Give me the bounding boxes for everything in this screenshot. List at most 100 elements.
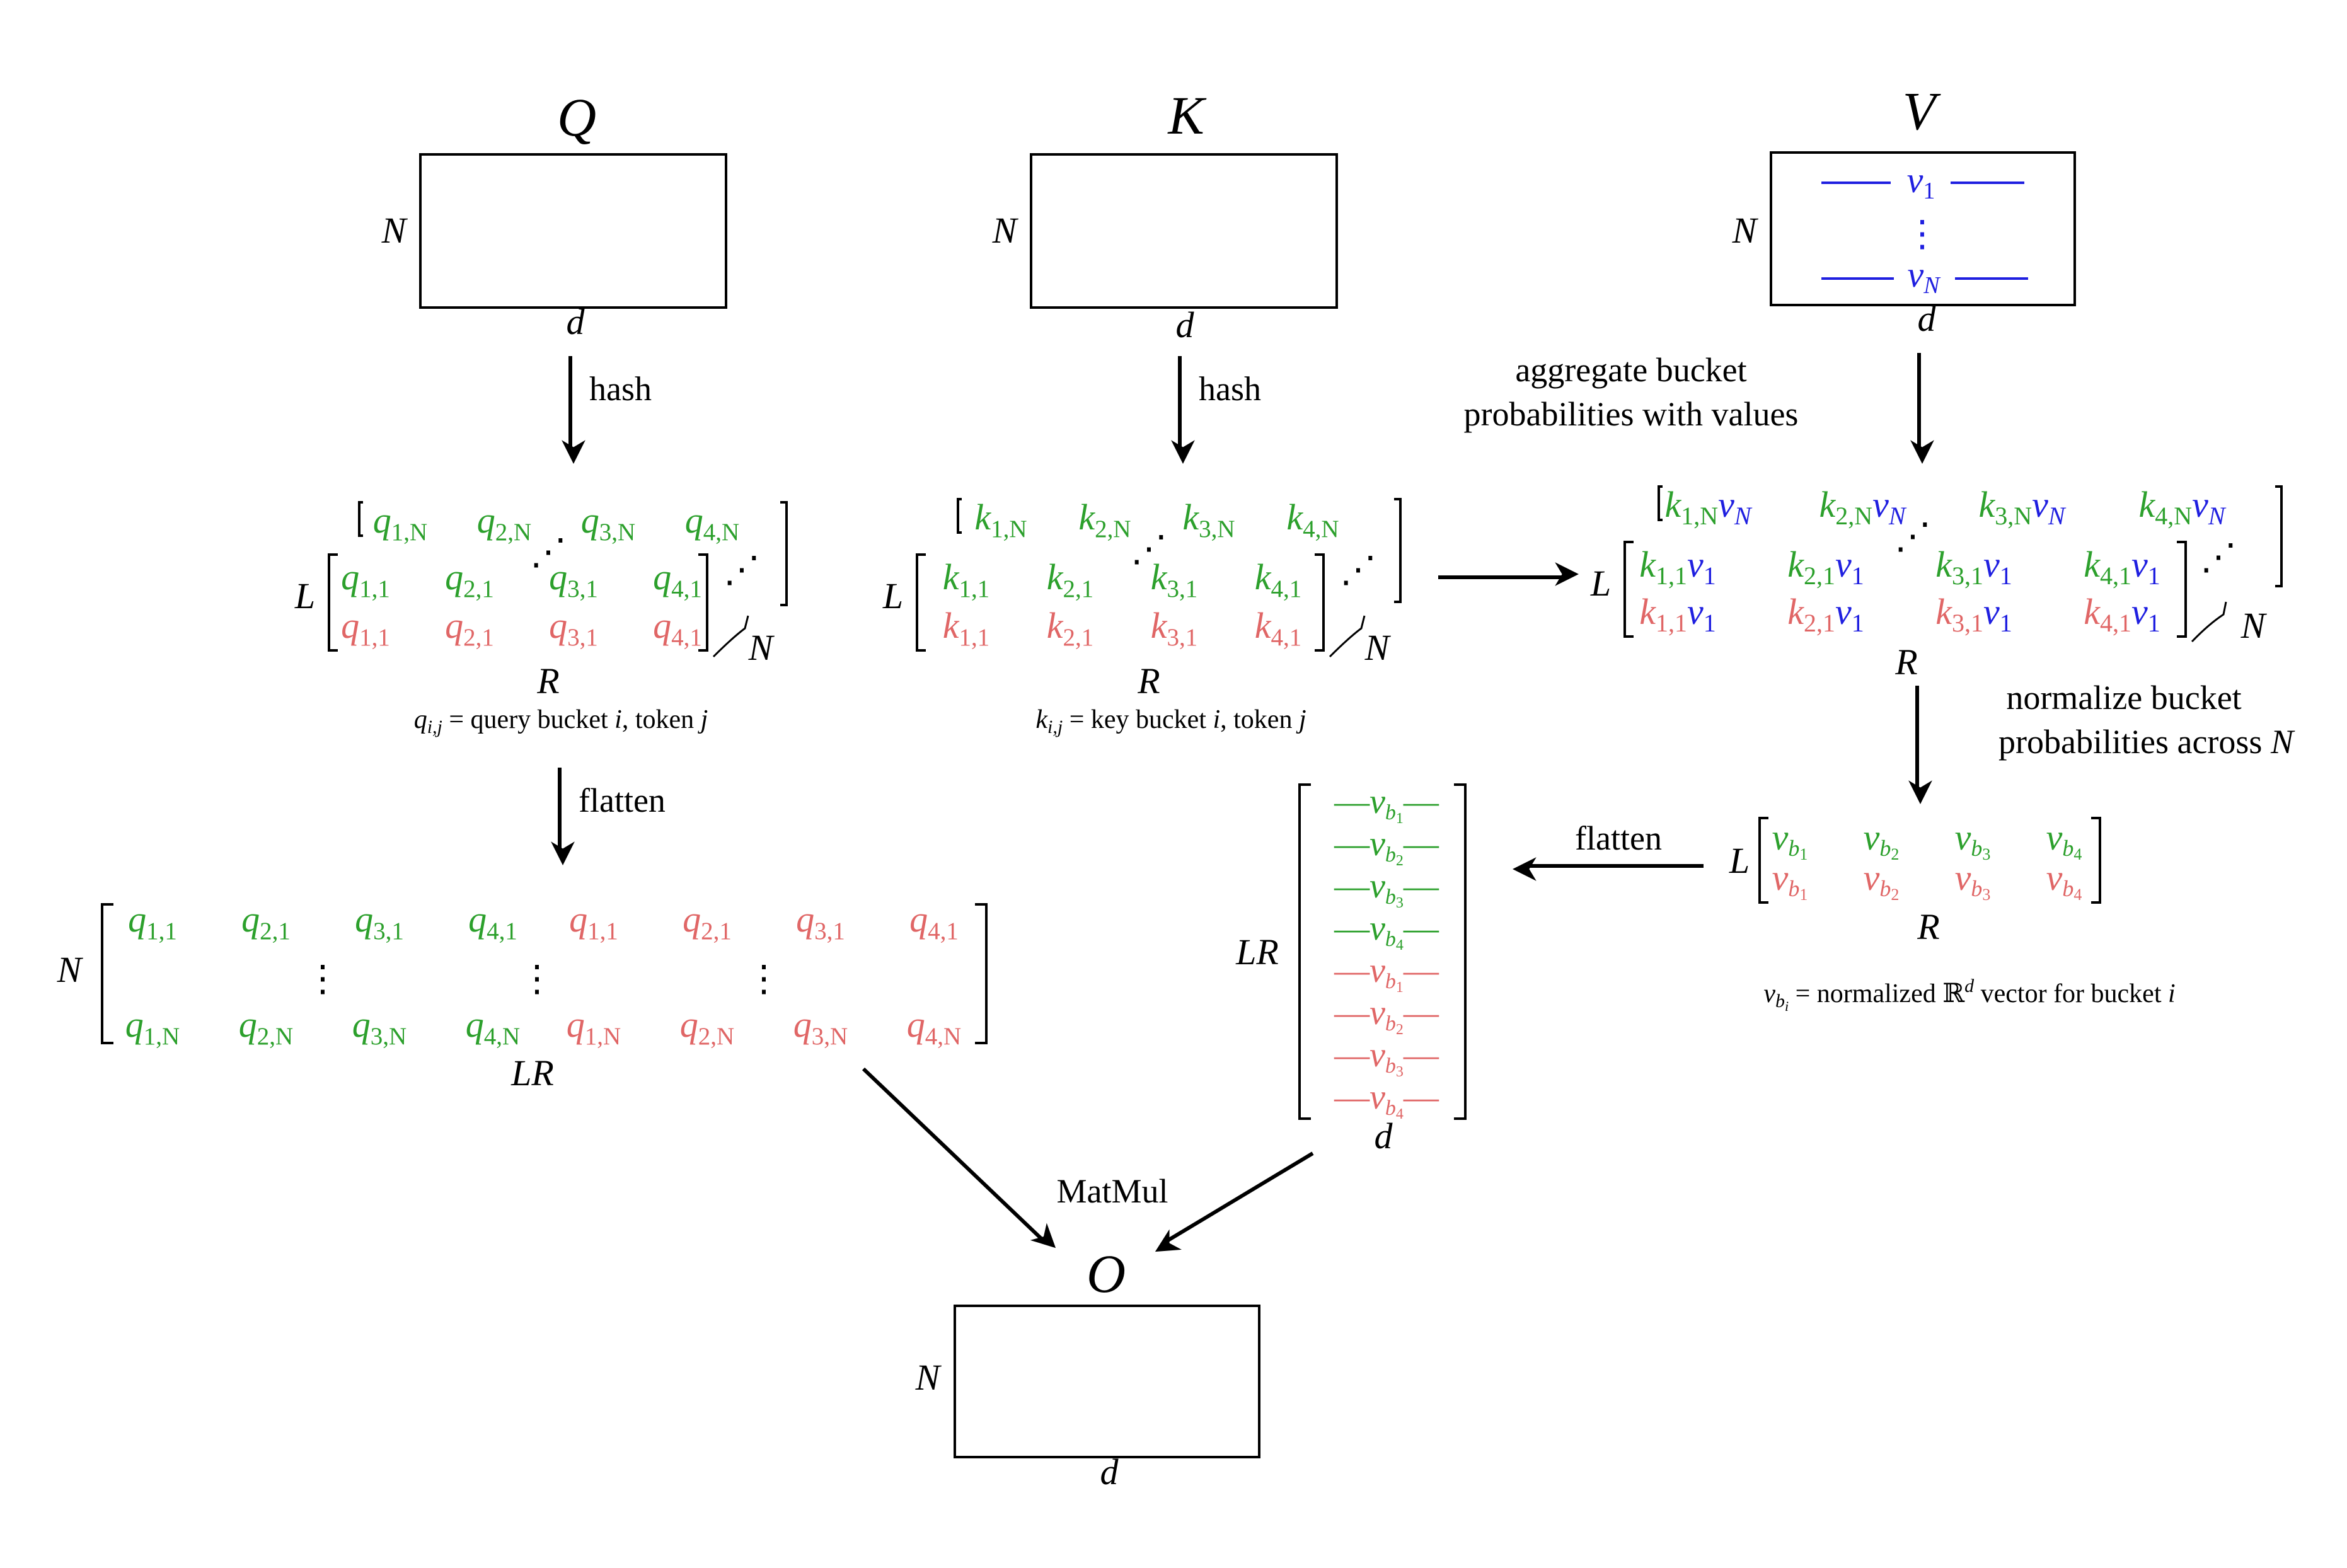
L-label: L bbox=[882, 575, 903, 616]
v-caption: vbi = normalized ℝd vector for bucket i bbox=[1763, 976, 2175, 1014]
k-rows-label: N bbox=[992, 210, 1019, 251]
step-arrows bbox=[551, 353, 1934, 1252]
row-5: —vb1— bbox=[1334, 951, 1439, 996]
depth-dots-right: ⋰ bbox=[2200, 536, 2237, 577]
depth-brace bbox=[2191, 601, 2227, 643]
front-red-entry-2: q2,1 bbox=[445, 605, 494, 651]
bottom-green-entry-4: q4,N bbox=[466, 1004, 520, 1050]
depth-brace bbox=[1329, 615, 1366, 658]
matmul-label: MatMul bbox=[1056, 1172, 1168, 1210]
o-box bbox=[954, 1305, 1260, 1458]
front-green-entry-4: k4,1 bbox=[1255, 556, 1302, 602]
k-title: K bbox=[1167, 85, 1207, 146]
back-left-bracket bbox=[358, 501, 363, 537]
red-entry-3: vb3 bbox=[1955, 857, 1991, 904]
back-right-bracket bbox=[1394, 498, 1402, 603]
depth-dots-middle: ⋰ bbox=[1131, 528, 1167, 569]
v-cols-label: d bbox=[1918, 298, 1937, 339]
green-entry-4: vb4 bbox=[2046, 817, 2082, 863]
front-green-entry-1: k1,1 bbox=[943, 556, 990, 602]
row-6: —vb2— bbox=[1334, 993, 1439, 1038]
right-bracket bbox=[2091, 817, 2101, 904]
front-red-entry-4: k4,1 bbox=[1255, 605, 1302, 651]
top-red-entry-1: q1,1 bbox=[569, 899, 618, 945]
v-input: V N d v1 ⋮ vN bbox=[1732, 81, 2076, 339]
cols-label: d bbox=[1375, 1115, 1393, 1156]
aggregate-label-1: aggregate bucket bbox=[1515, 351, 1746, 389]
L-label: L bbox=[1590, 563, 1611, 604]
front-red-entry-3: q3,1 bbox=[549, 605, 598, 651]
red-entry-4: vb4 bbox=[2046, 857, 2082, 904]
depth-dots-middle: ⋰ bbox=[1894, 516, 1931, 556]
v-box bbox=[1770, 151, 2076, 306]
bottom-red-entry-3: q3,N bbox=[793, 1004, 848, 1050]
top-green-entry-3: q3,1 bbox=[355, 899, 404, 945]
depth-dots-middle: ⋰ bbox=[530, 531, 567, 572]
v-title: V bbox=[1903, 81, 1941, 141]
front-red-entry-3: k3,1 bbox=[1151, 605, 1198, 651]
v-rows-label: N bbox=[1732, 210, 1759, 251]
flatten-q-label: flatten bbox=[579, 781, 666, 819]
row-2: —vb2— bbox=[1334, 824, 1439, 869]
front-left-bracket bbox=[328, 553, 338, 652]
front-red-entry-4: k4,1v1 bbox=[2084, 591, 2160, 637]
back-entry-1: k1,N bbox=[974, 497, 1027, 543]
row-7: —vb3— bbox=[1334, 1035, 1439, 1080]
top-red-entry-4: q4,1 bbox=[909, 899, 959, 945]
front-red-entry-4: q4,1 bbox=[653, 605, 702, 651]
back-entry-3: k3,N bbox=[1182, 497, 1235, 543]
back-right-bracket bbox=[2275, 485, 2283, 587]
R-label: R bbox=[536, 660, 559, 701]
R-label: R bbox=[1137, 660, 1160, 701]
k-cols-label: d bbox=[1176, 304, 1195, 345]
o-title: O bbox=[1087, 1243, 1126, 1304]
bottom-red-entry-4: q4,N bbox=[907, 1004, 961, 1050]
row-4: —vb4— bbox=[1334, 909, 1439, 954]
R-label: R bbox=[1917, 906, 1939, 947]
row-8: —vb4— bbox=[1334, 1078, 1439, 1122]
front-green-entry-3: k3,1v1 bbox=[1935, 544, 2012, 590]
front-green-entry-2: k2,1v1 bbox=[1787, 544, 1864, 590]
v-row-dots: ⋮ bbox=[1904, 213, 1940, 254]
depth-brace bbox=[712, 615, 749, 658]
back-right-bracket bbox=[780, 501, 788, 606]
left-bracket bbox=[101, 903, 113, 1044]
front-green-entry-4: k4,1v1 bbox=[2084, 544, 2160, 590]
o-cols-label: d bbox=[1100, 1451, 1119, 1492]
flatten-v-label: flatten bbox=[1575, 819, 1662, 857]
front-red-entry-2: k2,1v1 bbox=[1787, 591, 1864, 637]
front-left-bracket bbox=[1623, 541, 1634, 638]
front-right-bracket bbox=[698, 553, 708, 652]
row-1: —vb1— bbox=[1334, 782, 1439, 827]
back-entry-4: q4,N bbox=[685, 500, 739, 546]
top-green-entry-1: q1,1 bbox=[128, 899, 177, 945]
k-caption: ki,j = key bucket i, token j bbox=[1035, 705, 1306, 737]
hash-k-label: hash bbox=[1199, 370, 1261, 408]
top-green-entry-2: q2,1 bbox=[241, 899, 291, 945]
front-green-entry-3: q3,1 bbox=[549, 556, 598, 602]
front-right-bracket bbox=[2177, 541, 2187, 638]
green-entry-1: vb1 bbox=[1772, 817, 1808, 863]
right-bracket bbox=[1454, 783, 1467, 1120]
N-depth-label: N bbox=[748, 627, 775, 668]
hash-q-label: hash bbox=[589, 370, 652, 408]
front-red-entry-1: k1,1v1 bbox=[1639, 591, 1716, 637]
front-green-entry-1: q1,1 bbox=[341, 556, 390, 602]
matmul-right-arrow bbox=[1155, 1151, 1314, 1252]
green-entry-2: vb2 bbox=[1864, 817, 1900, 863]
right-bracket bbox=[975, 903, 988, 1044]
red-entry-1: vb1 bbox=[1772, 857, 1808, 904]
rows-label: LR bbox=[1235, 931, 1279, 972]
q-title: Q bbox=[557, 87, 596, 147]
back-entry-4: k4,N bbox=[1286, 497, 1339, 543]
top-red-entry-3: q3,1 bbox=[796, 899, 845, 945]
back-entry-1: q1,N bbox=[373, 500, 427, 546]
q-caption: qi,j = query bucket i, token j bbox=[414, 705, 708, 737]
L-label: L bbox=[294, 575, 315, 616]
k-input: K N d bbox=[992, 85, 1338, 345]
R-label: R bbox=[1894, 642, 1917, 683]
red-entry-2: vb2 bbox=[1864, 857, 1900, 904]
bottom-green-entry-3: q3,N bbox=[352, 1004, 407, 1050]
